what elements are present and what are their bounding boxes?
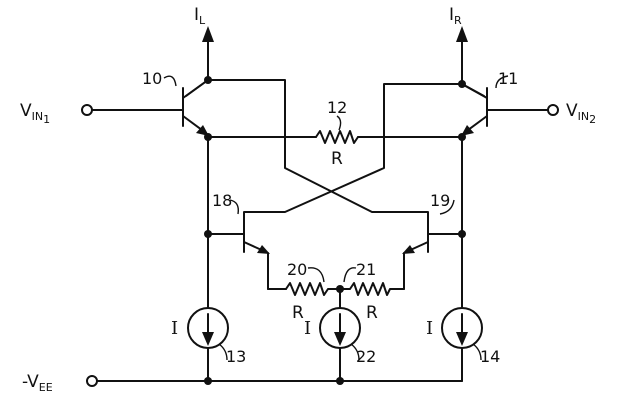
q19-label: 19 (430, 191, 450, 210)
transistor-q11: 11 (461, 69, 549, 136)
supply-label: -VEE (22, 372, 53, 394)
source-22-number: 22 (356, 347, 376, 366)
r21-value: R (366, 303, 378, 323)
source-13-value: I (171, 318, 178, 339)
output-right-terminal: IR (449, 5, 468, 79)
junction-dots (204, 76, 466, 385)
output-right-label: IR (449, 5, 462, 27)
side-rails (207, 136, 463, 308)
output-left-label: IL (194, 5, 206, 27)
q10-label: 10 (142, 69, 162, 88)
q19-leader (439, 199, 455, 215)
r12-number: 12 (327, 98, 347, 117)
input-vin2[interactable]: VIN2 (547, 101, 596, 126)
degeneration-resistors: 20 R 21 R (267, 260, 405, 323)
transistor-q10: 10 (91, 69, 209, 136)
transistor-q19: 19 (402, 191, 463, 290)
source-14-leader (472, 343, 482, 361)
resistor-r12 (315, 130, 359, 144)
source-13-leader (218, 343, 228, 361)
q10-leader (163, 75, 177, 87)
input-vin1[interactable]: VIN1 (20, 101, 93, 126)
source-22-leader (350, 343, 360, 361)
input-vin2-label: VIN2 (566, 101, 596, 126)
r20-number: 20 (287, 260, 307, 279)
q18-label: 18 (212, 191, 232, 210)
output-left-terminal: IL (194, 5, 214, 79)
current-source-22: I 22 (304, 288, 376, 382)
q11-leader (495, 75, 509, 89)
r12-leader (336, 115, 342, 131)
source-13-number: 13 (226, 347, 246, 366)
source-22-value: I (304, 318, 311, 339)
r12-value: R (331, 149, 343, 169)
r21-leader (343, 267, 357, 283)
r20-leader (307, 267, 325, 283)
q11-label: 11 (498, 69, 518, 88)
current-source-14: I 14 (426, 307, 500, 382)
transistor-q18: 18 (207, 191, 270, 290)
resistor-r20 (285, 282, 341, 296)
q18-leader (229, 199, 240, 215)
resistor-r21 (339, 282, 405, 296)
emitter-rail: 12 R (207, 98, 463, 169)
source-14-number: 14 (480, 347, 500, 366)
r21-number: 21 (356, 260, 376, 279)
r20-value: R (292, 303, 304, 323)
supply-terminal[interactable]: -VEE (22, 372, 98, 394)
input-vin1-label: VIN1 (20, 101, 50, 126)
current-source-13: I 13 (171, 307, 246, 382)
source-14-value: I (426, 318, 433, 339)
